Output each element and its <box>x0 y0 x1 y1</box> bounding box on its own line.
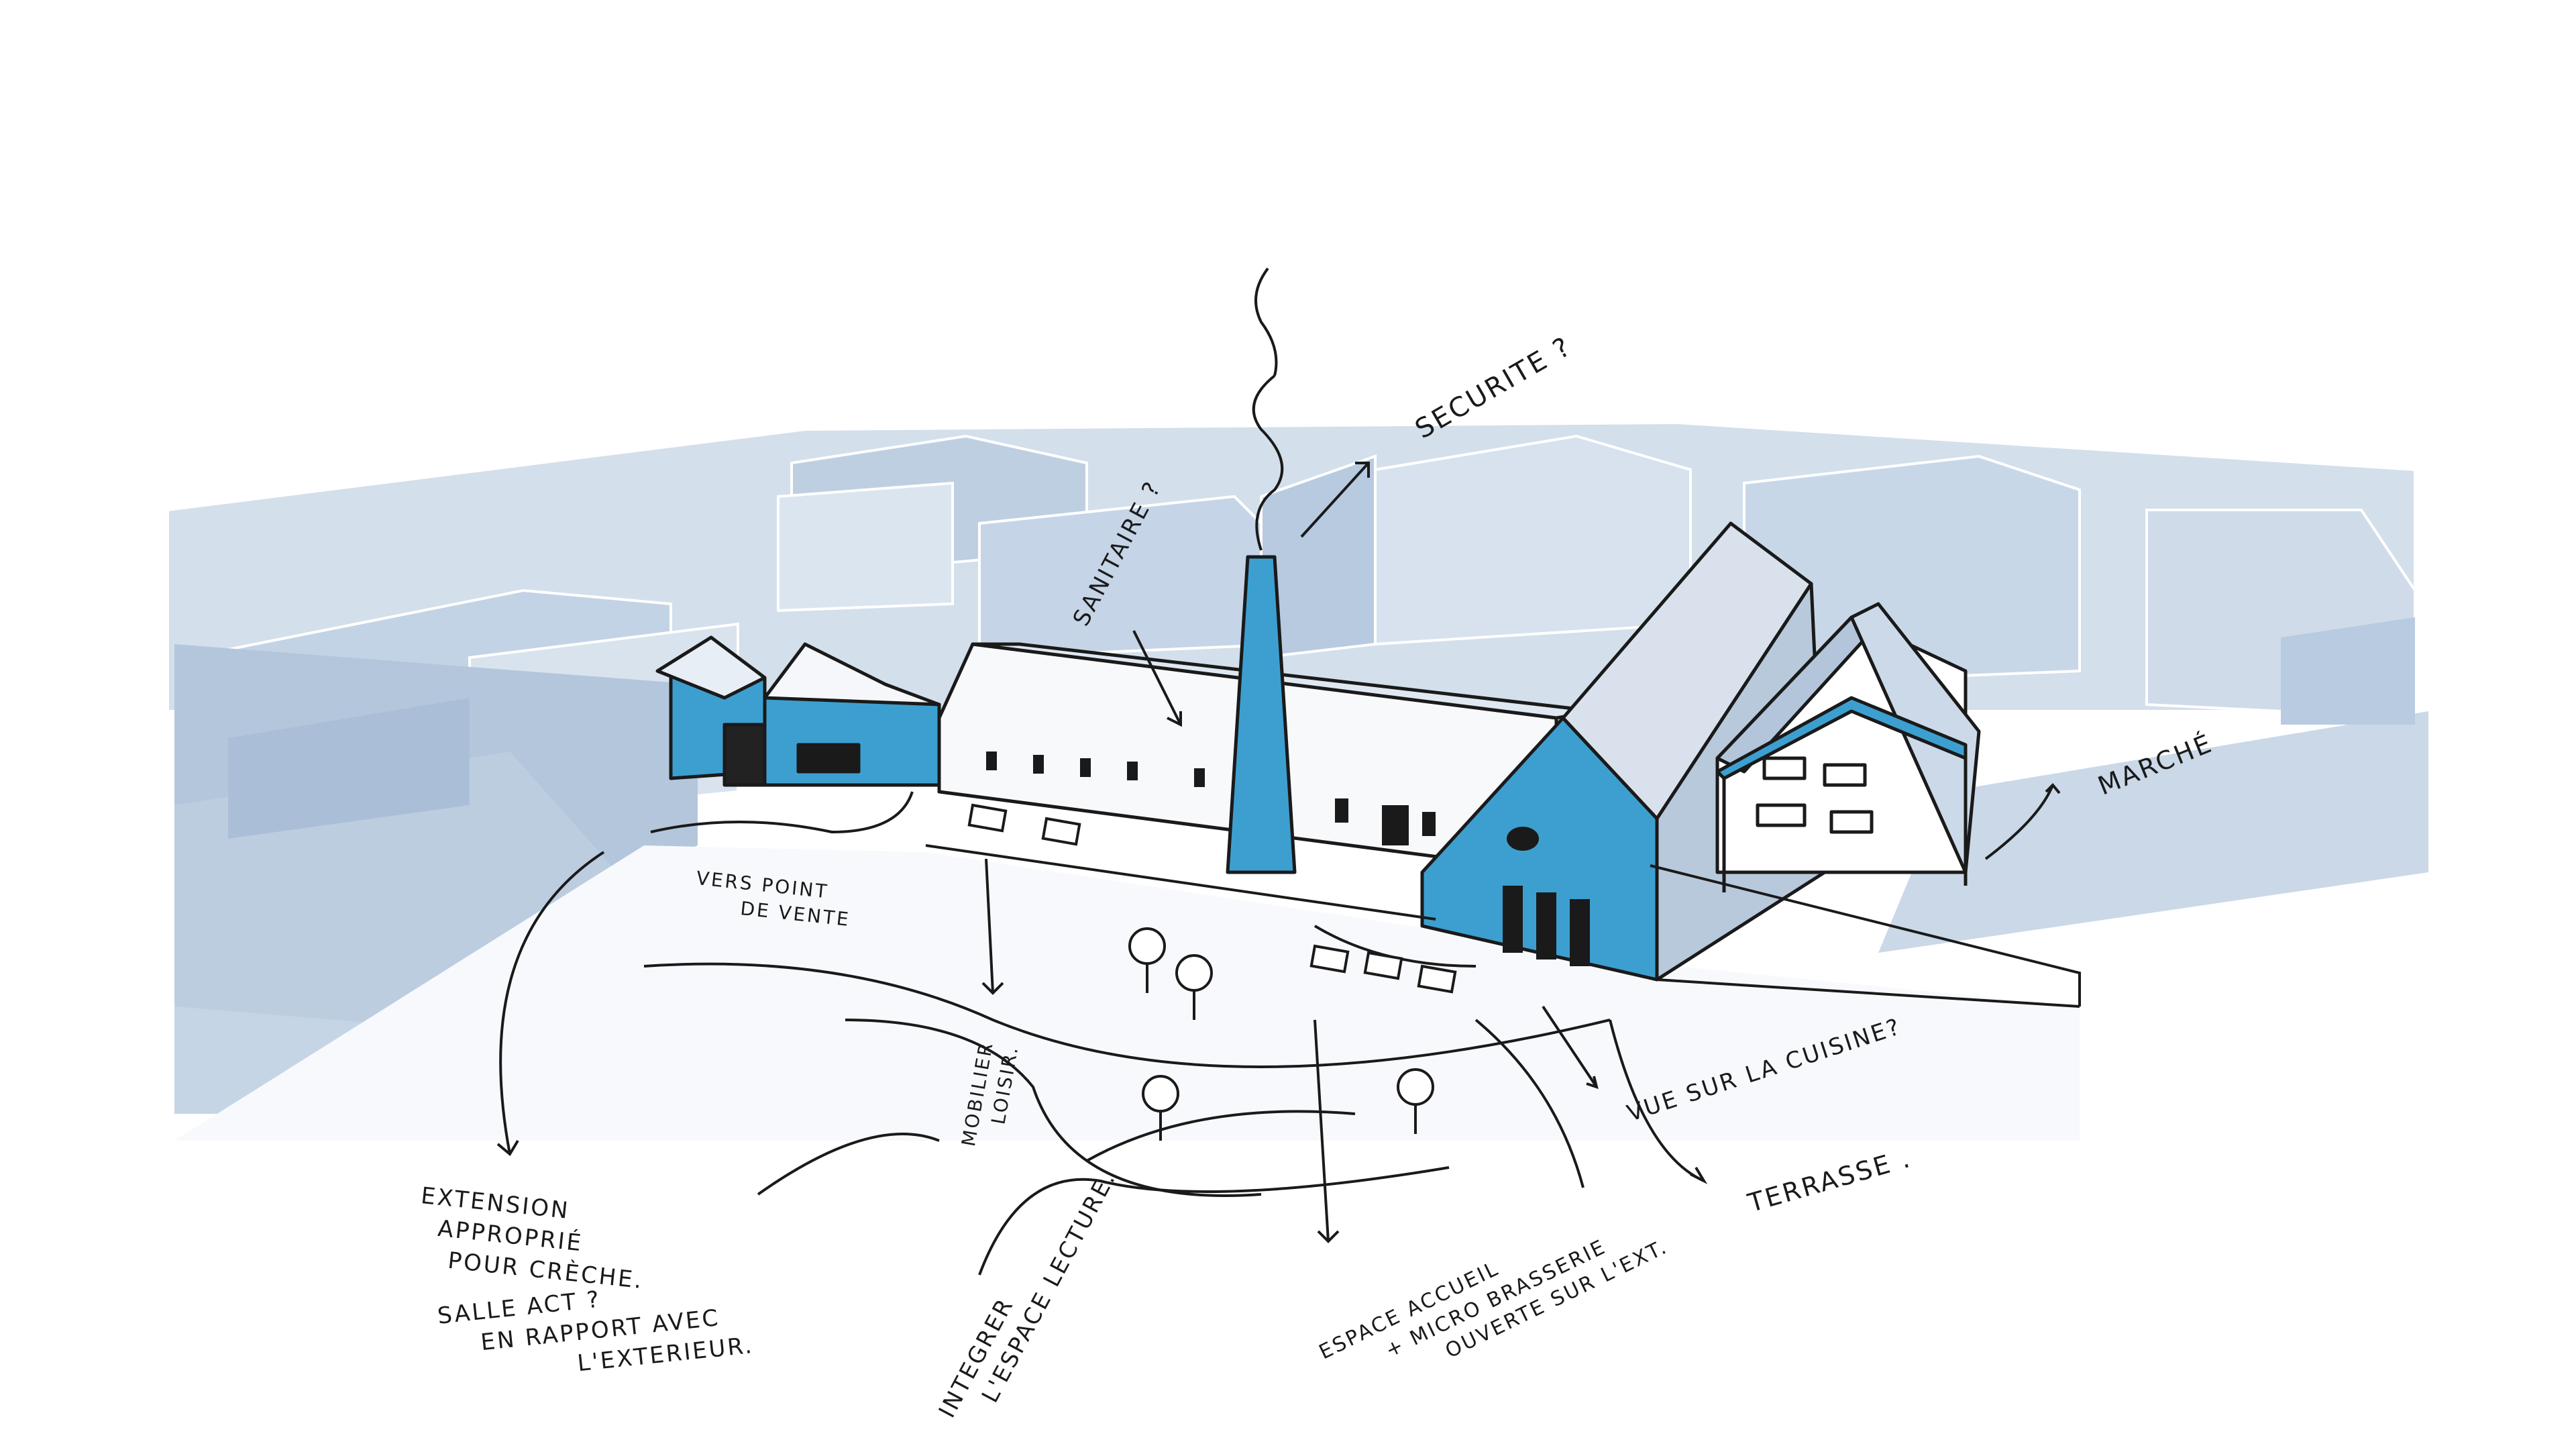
site-linework <box>643 791 2081 1276</box>
terrace-tables <box>967 803 1457 994</box>
main-buildings <box>655 521 1981 982</box>
annotation-arrows <box>496 267 2061 1243</box>
right-shadow <box>1878 617 2428 953</box>
trees <box>1128 927 1434 1141</box>
ground-plane <box>174 845 2080 1141</box>
